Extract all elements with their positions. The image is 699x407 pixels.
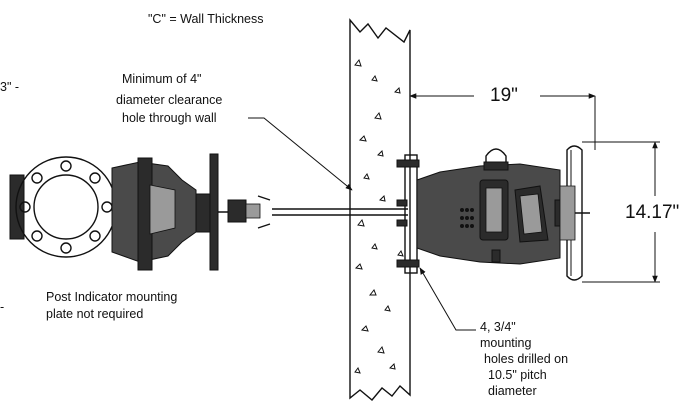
leader-clearance: [248, 117, 353, 191]
extension-rod: [272, 208, 408, 216]
dimension-14-17: [582, 141, 660, 283]
clearance-label-line3: hole through wall: [122, 111, 217, 125]
wall-aggregate: [354, 58, 404, 374]
mounting-holes-label-line5: diameter: [488, 384, 537, 398]
cut-text-top: 3" -: [0, 80, 20, 94]
valve-flange: [9, 156, 117, 258]
handwheel: [559, 145, 583, 281]
mounting-holes-label-line4: 10.5" pitch: [488, 368, 547, 382]
dimension-19: [409, 93, 596, 150]
gate-valve-body: [111, 153, 271, 271]
leader-mounting-holes: [419, 267, 476, 331]
clearance-label-line2: diameter clearance: [116, 93, 223, 107]
mounting-holes-label-line3: holes drilled on: [484, 352, 569, 366]
gear-operator: [416, 148, 590, 265]
mounting-holes-label-line2: mounting: [480, 336, 532, 350]
mounting-holes-label-line1: 4, 3/4": [480, 320, 516, 334]
post-indicator-label-line1: Post Indicator mounting: [46, 290, 178, 304]
dimension-19-label: 19": [490, 85, 518, 106]
wall-thickness-label: "C" = Wall Thickness: [148, 12, 264, 26]
clearance-label-line1: Minimum of 4": [122, 72, 202, 86]
post-indicator-label-line2: plate not required: [46, 307, 144, 321]
wall: [349, 18, 411, 401]
cut-text-bottom: -: [0, 300, 5, 314]
dimension-14-17-label: 14.17": [625, 202, 680, 223]
